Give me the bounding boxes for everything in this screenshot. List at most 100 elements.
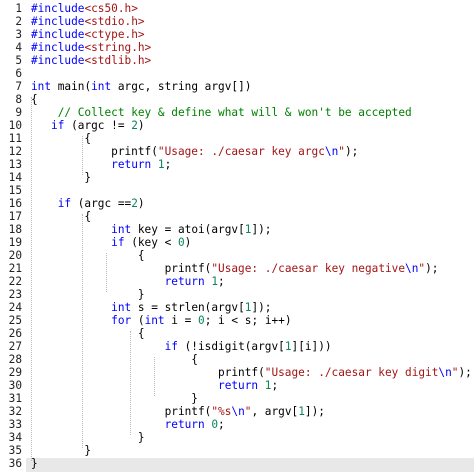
line-text: printf("Usage: ./caesar key argc\n");: [31, 145, 358, 158]
code-token: 2: [131, 119, 138, 132]
code-token: {: [31, 132, 92, 145]
line-number: 28: [8, 353, 22, 366]
code-token: int: [31, 80, 52, 93]
line-number: 31: [8, 392, 22, 405]
code-line[interactable]: 36}: [0, 457, 474, 470]
code-line[interactable]: 6: [0, 67, 474, 80]
code-token: [31, 340, 165, 353]
code-token: #include: [31, 54, 85, 67]
code-line[interactable]: 8{: [0, 93, 474, 106]
line-text: {: [31, 210, 91, 223]
indent-guide: [31, 97, 32, 461]
code-token: ": [244, 405, 252, 418]
line-text: }: [31, 444, 91, 457]
code-token: key = atoi(argv[: [131, 223, 245, 236]
code-line[interactable]: 9 // Collect key & define what will & wo…: [0, 106, 474, 119]
code-line[interactable]: 11 {: [0, 132, 474, 145]
code-line[interactable]: 33 return 0;: [0, 418, 474, 431]
code-line[interactable]: 13 return 1;: [0, 158, 474, 171]
line-text: if (key < 0): [31, 236, 191, 249]
line-text: if (argc ==2): [31, 197, 145, 210]
code-line[interactable]: 18 int key = atoi(argv[1]);: [0, 223, 474, 236]
line-text: return 1;: [31, 275, 225, 288]
code-line[interactable]: 31 }: [0, 392, 474, 405]
code-line[interactable]: 17 {: [0, 210, 474, 223]
code-token: [31, 106, 58, 119]
code-token: "Usage: ./caesar key argc: [157, 145, 325, 158]
code-line[interactable]: 15: [0, 184, 474, 197]
code-token: [31, 314, 111, 327]
code-token: int: [111, 223, 132, 236]
code-line[interactable]: 16 if (argc ==2): [0, 197, 474, 210]
code-token: {: [31, 93, 38, 106]
code-line[interactable]: 28 {: [0, 353, 474, 366]
code-token: 2: [131, 197, 138, 210]
code-token: \n: [438, 366, 452, 379]
code-token: "Usage: ./caesar key digit: [264, 366, 439, 379]
code-token: return: [164, 418, 205, 431]
code-token: int: [91, 80, 112, 93]
code-line[interactable]: 21 printf("Usage: ./caesar key negative\…: [0, 262, 474, 275]
code-line[interactable]: 34 }: [0, 431, 474, 444]
code-token: [31, 158, 111, 171]
line-number: 24: [8, 301, 22, 314]
line-text: }: [31, 431, 145, 444]
code-token: ): [137, 197, 145, 210]
line-text: int s = strlen(argv[1]);: [31, 301, 271, 314]
line-text: {: [31, 249, 145, 262]
code-line[interactable]: 19 if (key < 0): [0, 236, 474, 249]
indent-guide: [82, 136, 83, 175]
code-line[interactable]: 20 {: [0, 249, 474, 262]
code-line[interactable]: 14 }: [0, 171, 474, 184]
line-text: int key = atoi(argv[1]);: [31, 223, 271, 236]
line-number-gutter: [0, 0, 26, 472]
code-line[interactable]: 5#include<stdlib.h>: [0, 54, 474, 67]
line-number: 34: [8, 431, 22, 444]
code-line[interactable]: 25 for (int i = 0; i < s; i++): [0, 314, 474, 327]
code-token: ": [451, 366, 459, 379]
code-token: }: [31, 444, 92, 457]
code-line[interactable]: 24 int s = strlen(argv[1]);: [0, 301, 474, 314]
code-line[interactable]: 26 {: [0, 327, 474, 340]
code-token: [31, 236, 111, 249]
code-token: [31, 301, 111, 314]
code-token: }: [31, 392, 198, 405]
line-text: }: [31, 392, 198, 405]
code-token: , argv[: [251, 405, 299, 418]
code-token: }: [31, 431, 145, 444]
line-number: 5: [15, 54, 22, 67]
line-number: 7: [15, 80, 22, 93]
code-line[interactable]: 30 return 1;: [0, 379, 474, 392]
code-line[interactable]: 4#include<string.h>: [0, 41, 474, 54]
code-token: ]);: [251, 301, 272, 314]
code-line[interactable]: 23 }: [0, 288, 474, 301]
code-token: main(: [51, 80, 92, 93]
code-line[interactable]: 10 if (argc != 2): [0, 119, 474, 132]
line-number: 33: [8, 418, 22, 431]
line-number: 35: [8, 444, 22, 457]
code-line[interactable]: 1#include<cs50.h>: [0, 2, 474, 15]
code-token: (: [131, 314, 145, 327]
code-line[interactable]: 22 return 1;: [0, 275, 474, 288]
code-token: 1: [284, 340, 292, 353]
code-token: int: [111, 301, 132, 314]
code-line[interactable]: 2#include<stdio.h>: [0, 15, 474, 28]
code-line[interactable]: 35 }: [0, 444, 474, 457]
line-text: {: [31, 353, 198, 366]
code-token: printf(: [31, 262, 212, 275]
code-line[interactable]: 12 printf("Usage: ./caesar key argc\n");: [0, 145, 474, 158]
code-line[interactable]: 29 printf("Usage: ./caesar key digit\n")…: [0, 366, 474, 379]
code-line[interactable]: 27 if (!isdigit(argv[1][i])): [0, 340, 474, 353]
code-token: {: [31, 210, 92, 223]
code-line[interactable]: 3#include<ctype.h>: [0, 28, 474, 41]
line-text: {: [31, 327, 145, 340]
code-token: <string.h>: [84, 41, 152, 54]
code-line[interactable]: 32 printf("%s\n", argv[1]);: [0, 405, 474, 418]
code-token: (!isdigit(argv[: [177, 340, 285, 353]
line-number: 23: [8, 288, 22, 301]
line-text: #include<stdio.h>: [31, 15, 145, 28]
line-text: }: [31, 288, 145, 301]
